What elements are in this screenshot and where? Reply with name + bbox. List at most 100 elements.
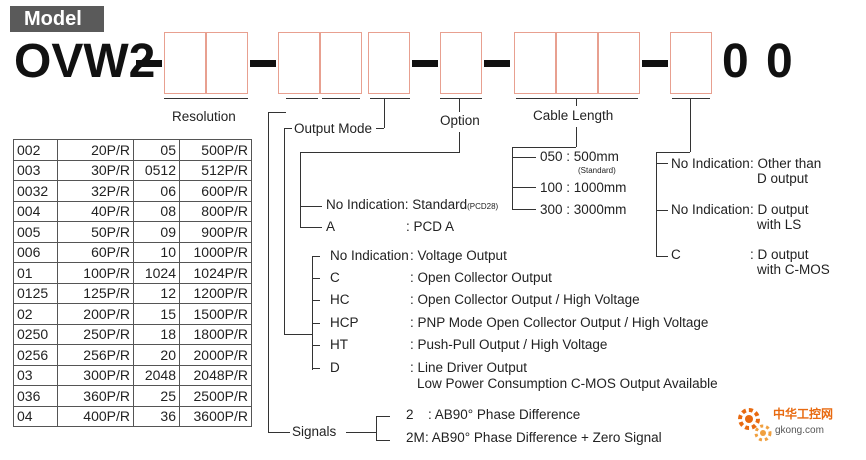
- resolution-value: 40P/R: [57, 200, 134, 222]
- resolution-code: 02: [13, 303, 58, 325]
- resolution-code: 005: [13, 221, 58, 243]
- resolution-code: 09: [133, 221, 180, 243]
- option-box: [368, 32, 410, 94]
- code-dash: [136, 60, 162, 67]
- output-desc-d-line2: Low Power Consumption C-MOS Output Avail…: [417, 376, 718, 391]
- cable-connector: [512, 147, 513, 209]
- resolution-value: 1024P/R: [179, 262, 252, 284]
- gear-icon: [738, 408, 772, 442]
- signal-desc-2m: : AB90° Phase Difference + Zero Signal: [425, 430, 662, 445]
- cable-connector: [576, 98, 577, 106]
- output-code-d: D: [330, 360, 340, 375]
- resolution-value: 500P/R: [179, 139, 252, 161]
- last-desc-2: : D output: [750, 202, 809, 217]
- signals-connector: [376, 440, 390, 441]
- last-connector: [656, 256, 668, 257]
- resolution-code: 25: [133, 385, 180, 407]
- output-connector: [376, 128, 384, 129]
- signals-connector: [268, 112, 286, 113]
- signal-code-2: 2: [406, 407, 414, 422]
- resolution-code: 06: [133, 180, 180, 202]
- resolution-value: 300P/R: [57, 364, 134, 386]
- last-code-1: No Indication: [671, 156, 750, 171]
- last-code-3: C: [671, 247, 681, 262]
- resolution-code: 0512: [133, 159, 180, 181]
- option-connector: [300, 206, 322, 207]
- cable-connector: [512, 147, 576, 148]
- last-desc-1: : Other than: [750, 156, 822, 171]
- last-code-2: No Indication: [671, 202, 750, 217]
- option-connector: [300, 152, 460, 153]
- resolution-underline: [164, 98, 248, 99]
- cable-box-3: [598, 32, 640, 94]
- resolution-value: 2500P/R: [179, 385, 252, 407]
- code-dash: [484, 60, 510, 67]
- resolution-value: 32P/R: [57, 180, 134, 202]
- resolution-code: 05: [133, 139, 180, 161]
- code-dash: [250, 60, 276, 67]
- resolution-box-1: [164, 32, 206, 94]
- cable-length-label: Cable Length: [533, 108, 614, 123]
- resolution-code: 0125: [13, 282, 58, 304]
- signals-connector: [346, 432, 376, 433]
- resolution-value: 800P/R: [179, 200, 252, 222]
- output-desc-hc: : Open Collector Output / High Voltage: [410, 292, 640, 307]
- output-desc-ht: : Push-Pull Output / High Voltage: [410, 337, 608, 352]
- last-digit-box: [670, 32, 712, 94]
- resolution-value: 256P/R: [57, 344, 134, 366]
- option-box-2: [440, 32, 482, 94]
- output-mode-box: [320, 32, 362, 94]
- option-a-desc: : PCD A: [406, 219, 455, 234]
- option-underline: [370, 98, 410, 99]
- cable-box-1: [514, 32, 556, 94]
- resolution-code: 18: [133, 323, 180, 345]
- output-list-connector: [312, 256, 320, 257]
- resolution-label: Resolution: [172, 109, 236, 124]
- output-code-hc: HC: [330, 292, 350, 307]
- resolution-code: 0256: [13, 344, 58, 366]
- last-underline: [672, 98, 710, 99]
- signal-code-2m: 2M: [406, 430, 425, 445]
- last-connector: [656, 210, 668, 211]
- output-desc-c: : Open Collector Output: [410, 270, 552, 285]
- last-desc-2-line2: with LS: [757, 217, 802, 232]
- option-standard: No Indication: Standard(PCD28): [326, 197, 499, 212]
- output-list-connector: [312, 368, 320, 369]
- resolution-code: 2048: [133, 364, 180, 386]
- cable-connector: [512, 157, 536, 158]
- signals-connector: [376, 416, 390, 417]
- output-list-connector: [312, 323, 320, 324]
- option2-underline: [440, 98, 482, 99]
- resolution-box-2: [206, 32, 248, 94]
- output-underline: [322, 98, 360, 99]
- last-desc-3-line2: with C-MOS: [757, 262, 830, 277]
- option-connector: [459, 132, 460, 152]
- resolution-value: 360P/R: [57, 385, 134, 407]
- option-label: Option: [440, 113, 480, 128]
- last-desc-3: : D output: [750, 247, 809, 262]
- output-desc-hcp: : PNP Mode Open Collector Output / High …: [410, 315, 709, 330]
- output-list-connector: [312, 300, 320, 301]
- resolution-code: 006: [13, 241, 58, 263]
- resolution-value: 100P/R: [57, 262, 134, 284]
- watermark-url: gkong.com: [775, 425, 824, 436]
- resolution-code: 0250: [13, 323, 58, 345]
- cable-underline: [516, 98, 638, 99]
- output-list-connector: [312, 256, 313, 370]
- resolution-code: 03: [13, 364, 58, 386]
- resolution-code: 004: [13, 200, 58, 222]
- resolution-code: 003: [13, 159, 58, 181]
- model-prefix: OVW2: [14, 35, 156, 88]
- cable-connector: [576, 127, 577, 147]
- resolution-code: 36: [133, 405, 180, 427]
- output-code-c: C: [330, 270, 340, 285]
- resolution-value: 200P/R: [57, 303, 134, 325]
- resolution-code: 01: [13, 262, 58, 284]
